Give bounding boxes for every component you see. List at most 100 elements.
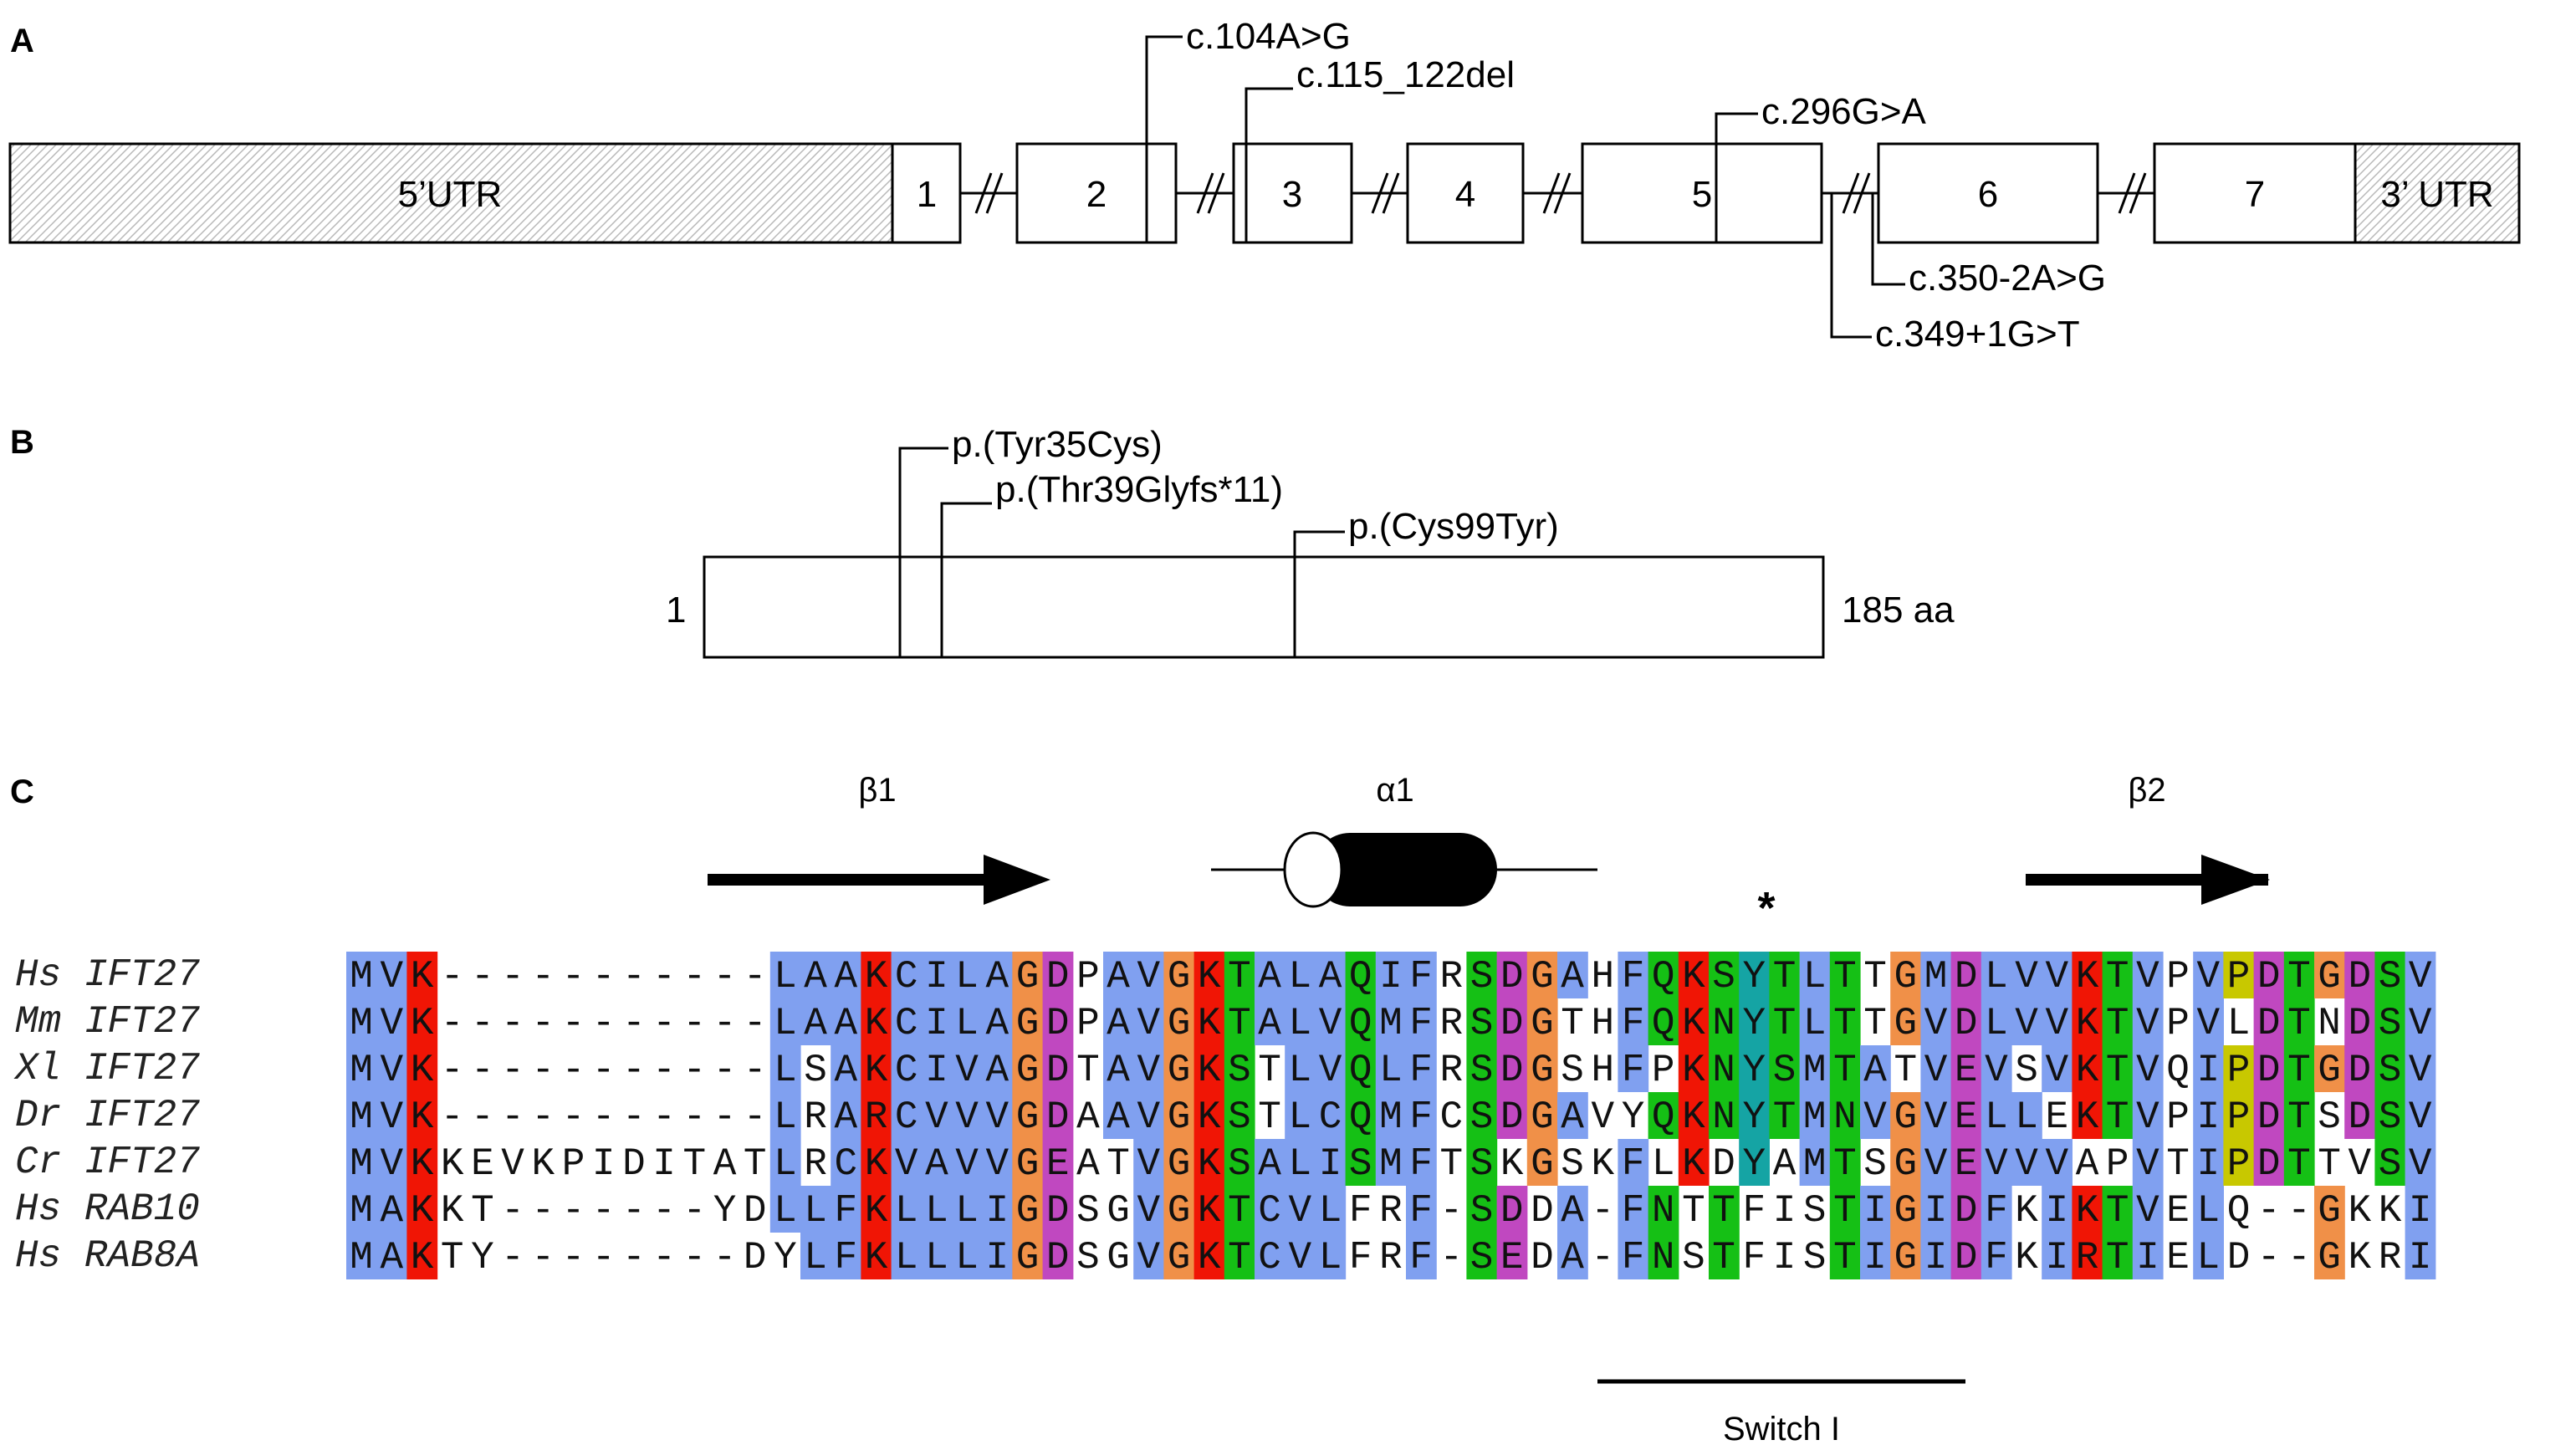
residue-highlight [891,998,923,1045]
residue: G [1531,955,1554,998]
residue-highlight [1466,1186,1498,1233]
residue: S [2015,1049,2038,1092]
residue: R [2379,1236,2402,1279]
residue-highlight [769,1139,801,1186]
residue: A [1561,955,1584,998]
residue-highlight [2374,1139,2406,1186]
residue: K [441,1189,464,1233]
residue: I [925,1049,948,1092]
residue-highlight [982,1186,1013,1233]
residue: V [2136,1142,2159,1186]
residue: M [1803,1049,1827,1092]
residue: G [1016,1189,1040,1233]
species-label: Mm IFT27 [15,1000,200,1044]
residue-highlight [2102,952,2134,998]
residue: I [1319,1142,1342,1186]
residue-highlight [1315,952,1347,998]
residue-highlight [831,1092,861,1139]
residue-highlight [2405,998,2436,1045]
residue: V [2409,1002,2432,1045]
residue-highlight [861,998,892,1045]
residue: L [1288,955,1311,998]
residue: - [501,1236,524,1279]
residue-highlight [1526,1092,1558,1139]
residue-highlight [2132,998,2164,1045]
residue: Q [1652,955,1675,998]
residue: T [2287,1002,2311,1045]
residue: Y [1742,955,1766,998]
residue: L [774,1189,797,1233]
residue-highlight [2193,998,2224,1045]
residue: T [1258,1049,1281,1092]
residue-highlight [2132,1139,2164,1186]
residue: H [1591,955,1614,998]
residue: D [2257,1142,2281,1186]
residue-highlight [1466,1233,1498,1279]
residue-highlight [2405,1186,2436,1233]
residue: V [2015,955,2038,998]
residue: T [1228,1189,1251,1233]
residue-highlight [1769,998,1801,1045]
residue-highlight [1829,1092,1861,1139]
residue: G [1168,1002,1191,1045]
residue: S [1228,1095,1251,1139]
residue: K [2015,1189,2038,1233]
residue: P [2166,1095,2190,1139]
residue-highlight [1103,998,1134,1045]
residue: T [2318,1142,2341,1186]
residue: V [2136,955,2159,998]
residue: L [1985,1002,2008,1045]
residue-highlight [376,1045,407,1092]
residue-highlight [1193,1045,1225,1092]
residue: D [2257,1002,2281,1045]
residue-highlight [1012,1092,1044,1139]
variant-c115: c.115_122del [1296,54,1515,95]
residue: - [592,1002,616,1045]
residue: P [1652,1049,1675,1092]
residue: - [1439,1189,1463,1233]
residue-highlight [1890,1139,1921,1186]
residue: E [2045,1095,2068,1139]
switch-region: Switch I [1597,1379,1965,1445]
residue: A [834,1002,857,1045]
residue-highlight [1193,1139,1225,1186]
residue-highlight [2193,952,2224,998]
residue: - [622,1095,646,1139]
residue: A [804,1002,827,1045]
residue: G [1016,1236,1040,1279]
residue: K [1682,1049,1705,1092]
residue: D [1712,1142,1735,1186]
residue: T [1228,1002,1251,1045]
residue-highlight [1224,1233,1255,1279]
residue-highlight [2253,1092,2285,1139]
residue: F [1622,1049,1645,1092]
residue: T [1833,1002,1857,1045]
residue-highlight [1496,1092,1528,1139]
residue-highlight [1285,1092,1316,1139]
residue: - [441,1002,464,1045]
residue: D [2348,1049,2371,1092]
residue: V [1137,1049,1160,1092]
residue-highlight [1618,952,1649,998]
residue-highlight [921,1139,953,1186]
residue: - [652,1236,676,1279]
residue-highlight [1012,1233,1044,1279]
residue: K [411,1189,434,1233]
residue: S [1803,1236,1827,1279]
exon-4-label: 4 [1455,174,1475,215]
residue: V [955,1049,979,1092]
residue-highlight [831,1045,861,1092]
residue: G [1531,1142,1554,1186]
residue: T [441,1236,464,1279]
residue: - [562,1049,585,1092]
residue-highlight [1709,952,1740,998]
residue: - [622,1002,646,1045]
residue-highlight [2042,952,2073,998]
residue: S [1349,1142,1372,1186]
residue-highlight [769,1186,801,1233]
residue: K [1198,1095,1221,1139]
residue: T [1863,1002,1887,1045]
residue-highlight [1860,1186,1891,1233]
residue: I [592,1142,616,1186]
residue-highlight [346,1139,377,1186]
